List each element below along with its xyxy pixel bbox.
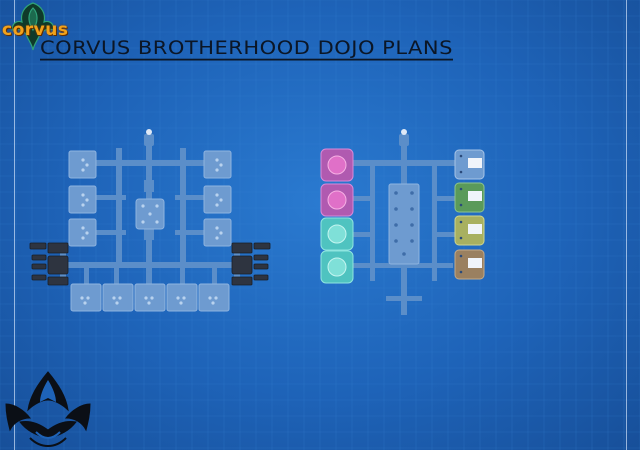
margin-line-left (14, 0, 15, 450)
entrance-node (144, 134, 154, 146)
entrance-marker (146, 129, 152, 135)
corridor (144, 228, 154, 240)
corridor (116, 148, 122, 263)
corridor (353, 196, 373, 201)
corridor (96, 195, 126, 200)
corridor (353, 232, 373, 237)
corridor (96, 160, 230, 166)
entrance-marker (401, 129, 407, 135)
corridor (180, 148, 186, 263)
room (68, 150, 97, 179)
corridor (180, 268, 185, 286)
logo-text: corvus (2, 20, 69, 40)
corridor (386, 296, 422, 301)
room-pad (327, 190, 347, 210)
room (70, 283, 102, 312)
corridor (175, 230, 205, 235)
room (166, 283, 198, 312)
lotus-emblem-icon (5, 371, 91, 448)
room-panel (468, 224, 482, 234)
corridor (353, 160, 455, 166)
page-title: Corvus Brotherhood Dojo Plans (40, 37, 453, 61)
margin-line-right (626, 0, 627, 450)
room-panel (468, 158, 482, 168)
corridor (175, 195, 205, 200)
corridor (370, 163, 375, 281)
corridor (435, 196, 455, 201)
room (203, 185, 232, 214)
dark-module (47, 242, 69, 254)
room-pad (327, 224, 347, 244)
room (68, 218, 97, 247)
room (203, 218, 232, 247)
center-room (388, 183, 420, 265)
corridor (435, 232, 455, 237)
corridor (114, 268, 119, 286)
corridor (68, 262, 236, 268)
corridor (432, 163, 437, 281)
dark-module (231, 242, 253, 254)
corridor (353, 263, 453, 268)
room (198, 283, 230, 312)
corridor (84, 268, 89, 286)
room (68, 185, 97, 214)
room (102, 283, 134, 312)
dark-module (47, 255, 69, 275)
dark-module (29, 242, 47, 250)
room-panel (468, 258, 482, 268)
dark-module (231, 255, 253, 275)
corridor (212, 268, 217, 286)
corridor (96, 230, 126, 235)
crow-emblem-icon (11, 2, 55, 51)
entrance-node (399, 134, 409, 146)
room (203, 150, 232, 179)
corridor (144, 180, 154, 192)
room-panel (468, 191, 482, 201)
room-pad (327, 155, 347, 175)
room-pad (327, 257, 347, 277)
room (134, 283, 166, 312)
